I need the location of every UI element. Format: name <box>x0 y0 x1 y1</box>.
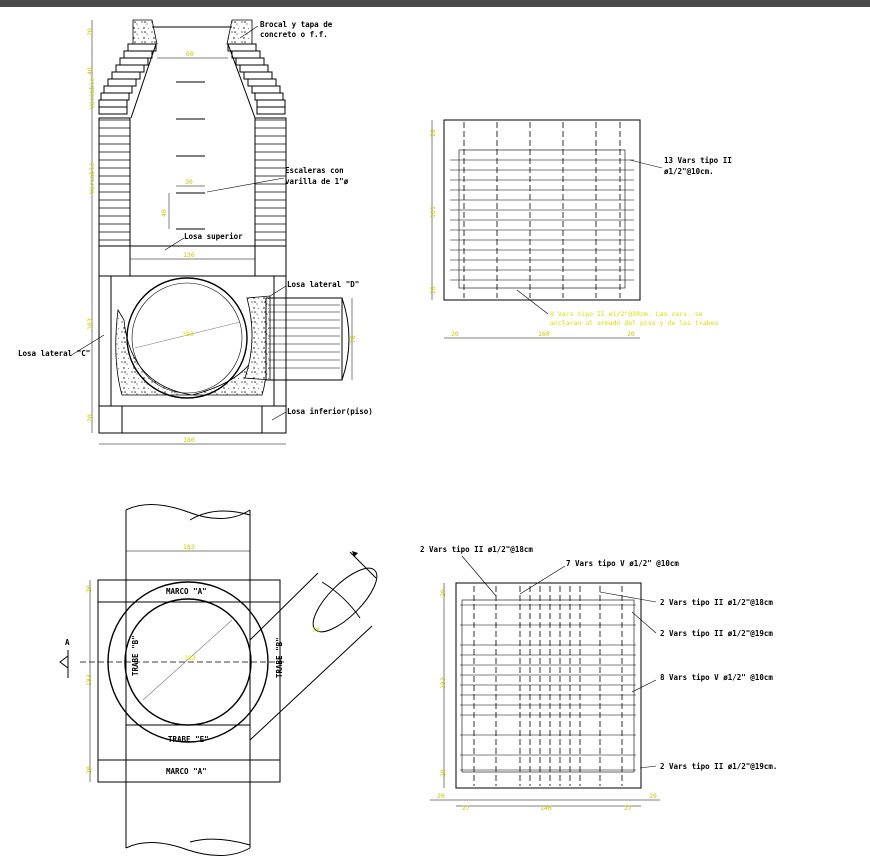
lower-callout-3: 2 Vars tipo II ø1/2"@18cm <box>660 598 773 607</box>
label-losa-inferior: Losa inferior(piso) <box>287 407 373 416</box>
lower-callout-5: 8 Vars tipo V ø1/2" @10cm <box>660 673 773 682</box>
shaft-wall-right <box>254 117 287 247</box>
slab-top-note-2: anclaran al armado del piso y de las tra… <box>550 319 718 327</box>
manhole-plan-view: A MARCO "A" MARCO "A" TRABE "E" TRABE "B… <box>59 503 378 857</box>
slab-top-callout-2: ø1/2"@10cm. <box>664 167 714 176</box>
lower-slab-outline <box>455 582 642 789</box>
dim-left-a: 20 <box>86 28 94 36</box>
chamber-wall-left <box>98 275 112 407</box>
dim-inner-width: 136 <box>183 251 195 259</box>
ladder-rungs <box>176 81 205 230</box>
brocal-right <box>226 19 253 45</box>
rebar-vertical <box>463 122 621 298</box>
label-losa-superior: Losa superior <box>184 232 243 241</box>
label-marco-top: MARCO "A" <box>166 587 207 596</box>
window-title-bar <box>0 0 870 7</box>
dim-top-width: 60 <box>186 50 194 58</box>
side-pipe <box>265 297 350 381</box>
upper-slab-rebar-plan: 13 Vars tipo II ø1/2"@10cm. 8 Vars tipo … <box>429 119 732 339</box>
plan-branch-pipe <box>249 567 378 741</box>
lower-callout-1: 2 Vars tipo II ø1/2"@18cm <box>420 545 533 554</box>
lower-rebar-vertical <box>473 586 623 786</box>
dim-base-width: 180 <box>183 436 195 444</box>
lower-dim-vmid: 183 <box>439 677 447 689</box>
dim-ladder-width: 30 <box>185 178 193 186</box>
cone-wall-left <box>98 43 157 115</box>
dim-left-d: Variable <box>88 163 96 194</box>
slab-top-dim-vbot: 20 <box>429 286 437 294</box>
lower-slab-rebar-plan: 2 Vars tipo II ø1/2"@18cm 7 Vars tipo V … <box>420 545 777 812</box>
label-escaleras: Escaleras con <box>285 166 344 175</box>
slab-top-dim-mid: 160 <box>538 330 550 338</box>
dim-left-b: 40 <box>86 67 94 75</box>
lower-dim-vbot: 20 <box>439 769 447 777</box>
dim-height-main: 183 <box>86 318 94 330</box>
plan-dim-top: 183 <box>183 543 195 551</box>
plan-frame <box>97 579 281 783</box>
cone-wall-right <box>227 43 286 115</box>
plan-dim-diag: 183 <box>184 654 196 662</box>
lower-dim-vtop: 20 <box>439 589 447 597</box>
lower-dim-h1: 20 <box>437 792 445 800</box>
lower-rebar-horizontal <box>460 604 636 771</box>
plan-dim-side: 78 <box>312 626 320 634</box>
slab-top-dim-vmid: 161 <box>429 206 437 218</box>
lower-callout-6: 2 Vars tipo II ø1/2"@19cm. <box>660 762 777 771</box>
upper-slab <box>98 245 287 277</box>
slab-top-dim-left: 20 <box>451 330 459 338</box>
side-bedding <box>244 295 271 381</box>
label-trabe-right: TRABE "B" <box>275 637 284 678</box>
pipe-bedding <box>115 308 267 396</box>
lower-slab <box>98 405 287 434</box>
dim-ladder-step: 40 <box>160 209 168 217</box>
lower-dim-h3: 146 <box>540 804 552 812</box>
lower-callout-4: 2 Vars tipo II ø1/2"@19cm <box>660 629 773 638</box>
dim-pipe-diameter: 183 <box>182 330 194 338</box>
slab-top-callout: 13 Vars tipo II <box>664 156 732 165</box>
rebar-horizontal <box>450 159 634 281</box>
dim-left-c: Variable <box>88 78 96 109</box>
marco-a-top <box>97 579 281 603</box>
slab-top-dim-right: 20 <box>627 330 635 338</box>
slab-top-note: 8 Vars tipo II ø1/2"@30cm. Las vars. se <box>550 310 703 318</box>
brocal-left <box>132 19 158 45</box>
label-losa-lateral-c: Losa lateral "C" <box>18 349 90 358</box>
dim-side-pipe: 78 <box>349 335 357 343</box>
main-pipe <box>126 277 248 399</box>
lower-dim-h2: 27 <box>462 804 470 812</box>
label-marco-bottom: MARCO "A" <box>166 767 207 776</box>
shaft-wall-left <box>98 117 131 247</box>
manhole-section-view: 60 30 40 136 183 <box>18 19 373 445</box>
label-escaleras-2: varilla de 1"ø <box>285 177 349 186</box>
section-mark-a: A <box>65 638 70 647</box>
label-losa-lateral-d: Losa lateral "D" <box>287 280 359 289</box>
dim-left-e: 20 <box>86 414 94 422</box>
slab-outline <box>443 119 641 301</box>
plan-dim-vtop: 20 <box>85 585 93 593</box>
lower-dim-h4: 27 <box>624 804 632 812</box>
marco-a-bottom <box>97 759 281 783</box>
chamber-wall-right <box>273 275 287 407</box>
label-trabe-e: TRABE "E" <box>168 735 209 744</box>
plan-dim-vbot: 20 <box>85 766 93 774</box>
slab-top-dim-vtop: 20 <box>429 129 437 137</box>
label-brocal: Brocal y tapa de <box>260 20 333 29</box>
lower-dim-h5: 19 <box>649 792 657 800</box>
label-brocal-2: concreto o f.f. <box>260 30 328 39</box>
plan-dim-vert: 183 <box>85 674 93 686</box>
label-trabe-left: TRABE "B" <box>131 635 140 676</box>
lower-callout-2: 7 Vars tipo V ø1/2" @10cm <box>566 559 679 568</box>
